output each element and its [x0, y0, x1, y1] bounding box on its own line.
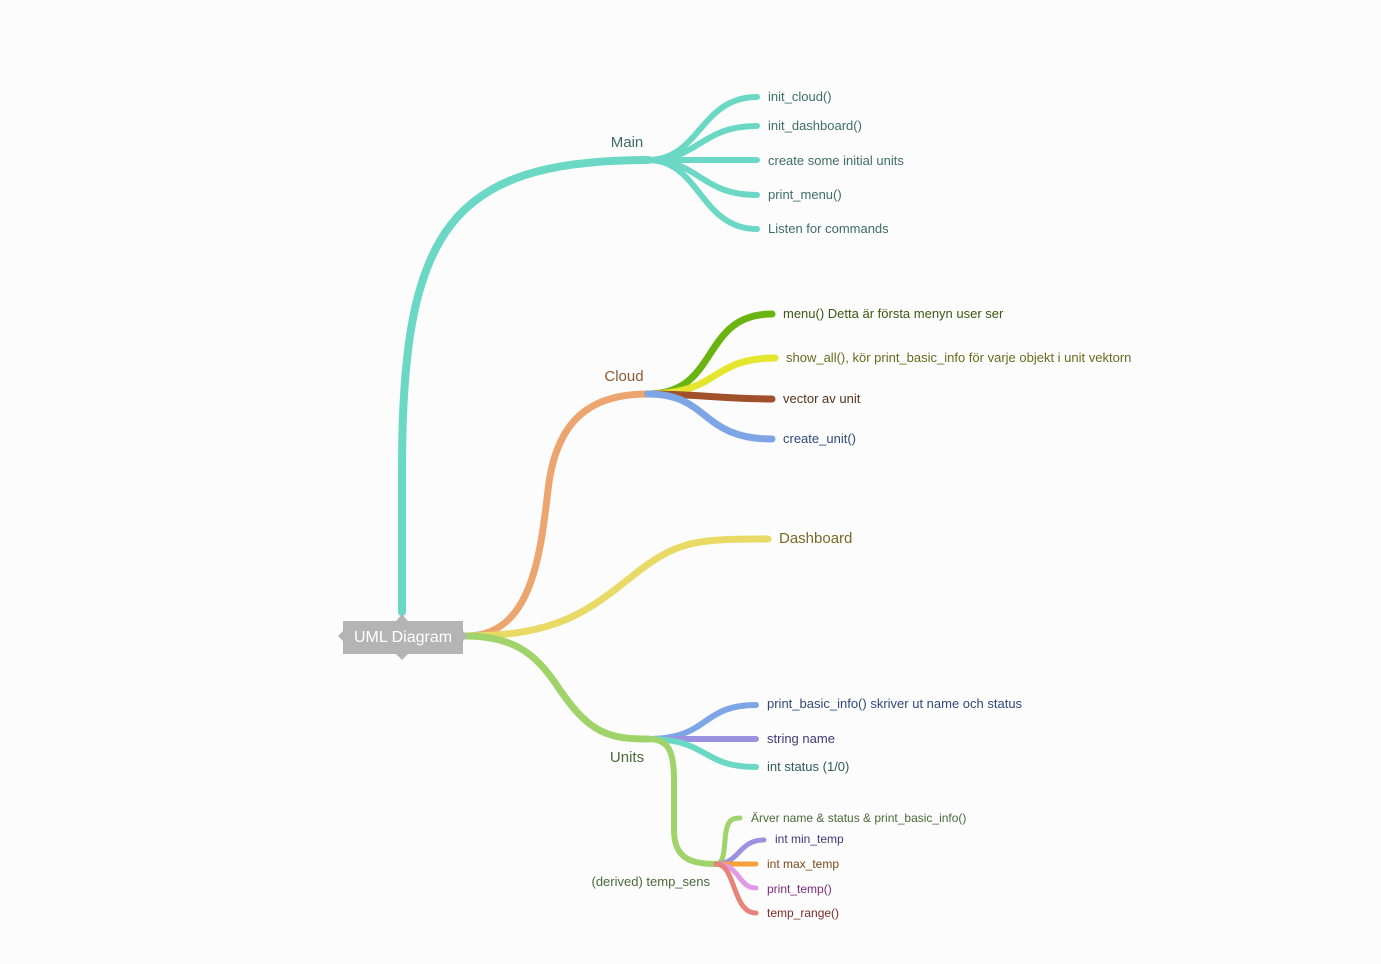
edge-root-dashboard — [462, 535, 772, 640]
branch-dashboard: Dashboard — [462, 530, 852, 640]
edge-units-print-basic-info — [645, 702, 759, 742]
edge-units-derived — [645, 736, 719, 867]
root-node[interactable]: UML Diagram — [338, 614, 468, 660]
branch-cloud: Cloud menu() Detta är första menyn user … — [462, 306, 1131, 640]
node-create-unit[interactable]: create_unit() — [783, 431, 856, 446]
node-main[interactable]: Main — [611, 134, 644, 151]
edge-root-main — [398, 156, 652, 616]
root-node-label[interactable]: UML Diagram — [354, 629, 452, 646]
node-print-temp[interactable]: print_temp() — [767, 882, 832, 896]
node-show-all[interactable]: show_all(), kör print_basic_info för var… — [786, 350, 1131, 365]
root-node-box[interactable] — [338, 621, 468, 660]
edge-root-units — [462, 632, 652, 743]
node-vector-av-unit[interactable]: vector av unit — [783, 391, 861, 406]
branch-units: Units print_basic_info() skriver ut name… — [462, 632, 1023, 920]
edge-derived-temp-range — [713, 861, 759, 916]
node-create-initial-units[interactable]: create some initial units — [768, 153, 904, 168]
node-listen-for-commands[interactable]: Listen for commands — [768, 221, 889, 236]
node-init-dashboard[interactable]: init_dashboard() — [768, 118, 862, 133]
edge-derived-arver — [713, 815, 743, 867]
branch-main: Main init_cloud() init_dashboard() creat… — [398, 89, 904, 616]
root-node-notch — [396, 614, 408, 621]
node-dashboard[interactable]: Dashboard — [779, 530, 852, 547]
node-units[interactable]: Units — [610, 749, 644, 766]
node-derived-temp-sens[interactable]: (derived) temp_sens — [592, 874, 711, 889]
node-int-status[interactable]: int status (1/0) — [767, 759, 849, 774]
edge-root-cloud — [462, 390, 652, 640]
edge-main-listen — [645, 157, 760, 232]
node-init-cloud[interactable]: init_cloud() — [768, 89, 832, 104]
node-menu[interactable]: menu() Detta är första menyn user ser — [783, 306, 1004, 321]
node-cloud[interactable]: Cloud — [604, 368, 643, 385]
edge-cloud-create-unit — [644, 390, 776, 443]
node-print-basic-info[interactable]: print_basic_info() skriver ut name och s… — [767, 696, 1023, 711]
node-string-name[interactable]: string name — [767, 731, 835, 746]
node-print-menu[interactable]: print_menu() — [768, 187, 842, 202]
node-int-max-temp[interactable]: int max_temp — [767, 857, 839, 871]
node-arver[interactable]: Ärver name & status & print_basic_info() — [751, 811, 966, 825]
node-temp-range[interactable]: temp_range() — [767, 906, 839, 920]
node-int-min-temp[interactable]: int min_temp — [775, 832, 844, 846]
edge-units-int-status — [645, 736, 759, 770]
